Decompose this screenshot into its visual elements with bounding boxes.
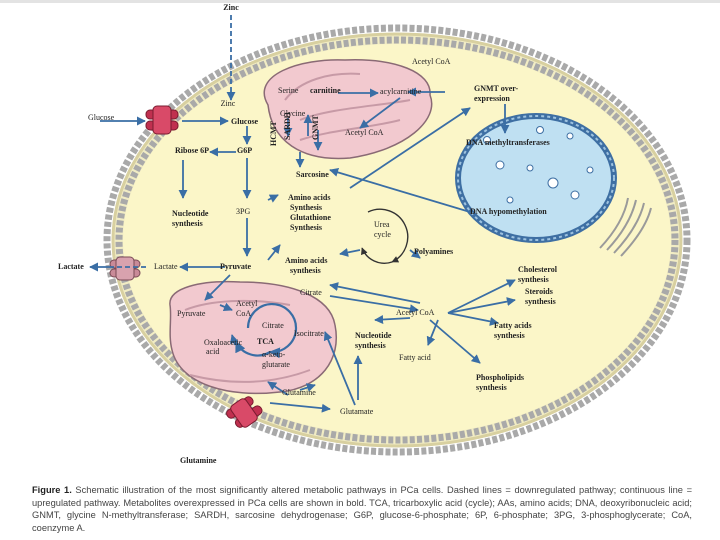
pathway-arrows: [89, 15, 516, 413]
urea-cycle: [361, 208, 409, 264]
label-aa-syn-2: Synthesis: [290, 203, 322, 212]
nucleus: [455, 113, 617, 243]
label-akg-2: glutarate: [262, 360, 290, 369]
label-acetylcoa-mito-top: Acetyl CoA: [412, 57, 451, 66]
label-isocitrate: Isocitrate: [294, 329, 324, 338]
label-zinc-inner: Zinc: [221, 99, 236, 108]
label-citrate-cyt: Citrate: [300, 288, 322, 297]
label-nucl2-1: Nucleotide: [355, 331, 392, 340]
label-dna-methyl: DNA methyltransferases: [466, 138, 550, 147]
label-gnmt-vert: GNMT: [311, 114, 320, 140]
lactate-transporter: [109, 256, 141, 281]
label-phospho-2: synthesis: [476, 383, 507, 392]
tca-cycle: [235, 303, 298, 359]
label-steroids-2: synthesis: [525, 297, 556, 306]
label-gnmt-over-2: expression: [474, 94, 510, 103]
label-urea-1: Urea: [374, 220, 390, 229]
glucose-transporter: [145, 105, 179, 135]
golgi-apparatus: [599, 197, 652, 257]
label-glutamine-in: Glutamine: [282, 388, 316, 397]
caption-text: Schematic illustration of the most signi…: [32, 485, 692, 533]
label-phospho-1: Phospholipids: [476, 373, 524, 382]
label-nucleotide-1: Nucleotide: [172, 209, 209, 218]
top-border: [0, 0, 720, 3]
label-cholesterol-2: synthesis: [518, 275, 549, 284]
label-akg-1: α-keto-: [262, 350, 286, 359]
label-steroids-1: Steroids: [525, 287, 553, 296]
label-glucose-in: Glucose: [231, 117, 259, 126]
label-aa-synthesis-2: synthesis: [290, 266, 321, 275]
label-sarcosine: Sarcosine: [296, 170, 329, 179]
label-g6p: G6P: [237, 146, 252, 155]
label-citrate-mito: Citrate: [262, 321, 284, 330]
label-pyruvate-cyt: Pyruvate: [220, 262, 252, 271]
label-acylcarnitine: acylcarnitine: [380, 87, 422, 96]
label-hcmt: HCMT: [269, 120, 278, 146]
label-fatty-syn-1: Fatty acids: [494, 321, 532, 330]
label-nucl2-2: synthesis: [355, 341, 386, 350]
label-acetyl-m-2: CoA: [236, 309, 251, 318]
label-glutamine-out: Glutamine: [180, 456, 217, 465]
label-acetylcoa-cyt: Acetyl CoA: [396, 308, 435, 317]
label-oxaloacetic-2: acid: [206, 347, 219, 356]
label-acetylcoa-mid: Acetyl CoA: [345, 128, 384, 137]
label-aa-syn-4: Synthesis: [290, 223, 322, 232]
label-fatty-syn-2: synthesis: [494, 331, 525, 340]
label-lactate-out: Lactate: [58, 262, 84, 271]
label-sardh: SARDH: [283, 111, 292, 140]
label-carnitine: carnitine: [310, 86, 341, 95]
glutamine-transporter: [226, 396, 263, 428]
label-ribose6p: Ribose 6P: [175, 146, 209, 155]
label-glutamate: Glutamate: [340, 407, 374, 416]
label-pyruvate-mito: Pyruvate: [177, 309, 206, 318]
label-polyamines: Polyamines: [414, 247, 453, 256]
label-lactate-in: Lactate: [154, 262, 178, 271]
label-gnmt-over-1: GNMT over-: [474, 84, 519, 93]
label-acetyl-m-1: Acetyl: [236, 299, 258, 308]
label-aa-syn-1: Amino acids: [288, 193, 330, 202]
label-nucleotide-2: synthesis: [172, 219, 203, 228]
label-glycine: Glycine: [280, 109, 306, 118]
label-oxaloacetic-1: Oxaloacetic: [204, 338, 243, 347]
label-tca: TCA: [257, 337, 274, 346]
label-cholesterol-1: Cholesterol: [518, 265, 558, 274]
figure-number: Figure 1.: [32, 485, 72, 495]
label-dna-hypo: DNA hypomethylation: [470, 207, 547, 216]
label-aa-synthesis-1: Amino acids: [285, 256, 327, 265]
label-serine: Serine: [278, 86, 299, 95]
lower-mitochondrion: [169, 280, 337, 395]
label-zinc-top: Zinc: [223, 3, 239, 12]
label-glucose-out: Glucose: [88, 113, 115, 122]
label-fatty-acid: Fatty acid: [399, 353, 431, 362]
label-threepg: 3PG: [236, 207, 250, 216]
outer-membrane-heads: [103, 24, 691, 456]
label-aa-syn-3: Glutathione: [290, 213, 331, 222]
label-urea-2: cycle: [374, 230, 391, 239]
figure-caption: Figure 1. Schematic illustration of the …: [32, 484, 692, 534]
inner-membrane-heads: [115, 36, 679, 444]
